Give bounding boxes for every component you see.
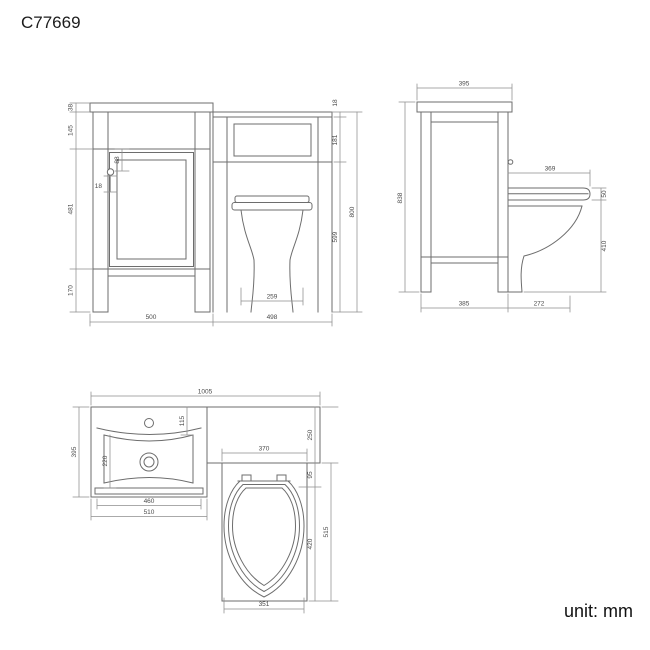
- toilet-pan-side: [507, 187, 591, 293]
- side-dims: 395 838 369 50 410 385 272: [397, 81, 608, 313]
- basin-front-ledge: [94, 487, 204, 495]
- front-view: 38 145 481 170 88 18 18 181 599 800: [68, 99, 363, 327]
- dim-seat-width: 370: [259, 446, 270, 453]
- plan-view: 1005 395 115 220 460 510 370 250 95 420: [71, 389, 339, 614]
- dim-basin-depth: 395: [71, 446, 78, 457]
- dim-seat-plan-depth: 420: [307, 538, 314, 549]
- dim-seat-setback: 95: [307, 471, 314, 479]
- plan-outline: [90, 406, 321, 602]
- toilet-seat-plan: [223, 474, 305, 598]
- dim-handle-offset: 88: [114, 156, 121, 164]
- dim-bowl-depth: 220: [102, 455, 109, 466]
- dim-handle-size: 18: [95, 183, 103, 190]
- cistern-panel: [233, 123, 312, 157]
- drain-outer: [139, 452, 159, 472]
- side-cabinet: [416, 101, 514, 293]
- dim-wc-top-thickness: 18: [332, 99, 339, 107]
- dim-pan-height: 410: [601, 240, 608, 251]
- dim-seat-front-width: 351: [259, 601, 270, 608]
- unit-label: unit: mm: [563, 601, 633, 621]
- seat-hinge-left: [241, 474, 252, 482]
- door-handle: [106, 168, 115, 176]
- dim-pan-projection: 272: [534, 301, 545, 308]
- seat-hinge-right: [276, 474, 287, 482]
- side-door-knob: [507, 159, 514, 165]
- plan-dims: 1005 395 115 220 460 510 370 250 95 420: [71, 389, 339, 614]
- dim-bowl-width: 460: [144, 498, 155, 505]
- dim-pan-width: 259: [267, 294, 278, 301]
- wc-unit: [212, 111, 333, 313]
- dim-tap-ledge-depth: 115: [179, 415, 186, 426]
- toilet-seat: [231, 202, 313, 211]
- dim-overall-height: 800: [349, 206, 356, 217]
- vanity-cabinet: [89, 102, 214, 313]
- dim-side-overall-height: 838: [397, 192, 404, 203]
- front-left-dims: 38 145 481 170: [68, 102, 93, 313]
- dim-wc-open-height: 599: [332, 231, 339, 242]
- dim-overall-width: 1005: [198, 389, 213, 396]
- dim-counter-depth: 250: [307, 429, 314, 440]
- drain-inner: [143, 456, 155, 468]
- dim-door-height: 481: [68, 203, 75, 214]
- dim-frieze-height: 145: [68, 125, 75, 136]
- toilet-lid: [234, 195, 310, 203]
- vanity-door: [109, 152, 194, 267]
- tap-hole: [144, 418, 154, 428]
- washbasin-plan: [94, 418, 204, 495]
- handle-dims: 88 18: [95, 148, 130, 193]
- dim-wc-panel-height: 181: [332, 134, 339, 145]
- dim-worktop-depth: 395: [459, 81, 470, 88]
- dim-vanity-width: 500: [146, 314, 157, 321]
- dim-cabinet-depth: 385: [459, 301, 470, 308]
- front-bottom-dims: 500 498 259: [89, 287, 333, 327]
- dim-seat-depth: 369: [545, 166, 556, 173]
- model-number: C77669: [21, 13, 81, 32]
- dim-plinth-height: 170: [68, 285, 75, 296]
- toilet-pan-front: [231, 195, 313, 313]
- dim-seat-thickness: 50: [601, 190, 608, 198]
- dim-basin-width: 510: [144, 509, 155, 516]
- dim-wc-plan-depth: 515: [323, 526, 330, 537]
- dim-wc-width: 498: [267, 314, 278, 321]
- basin-unit-plan: [90, 406, 208, 498]
- front-right-dims: 18 181 599 800: [331, 99, 363, 313]
- side-view: 395 838 369 50 410 385 272: [397, 81, 608, 313]
- dim-worktop-thickness: 38: [68, 104, 75, 112]
